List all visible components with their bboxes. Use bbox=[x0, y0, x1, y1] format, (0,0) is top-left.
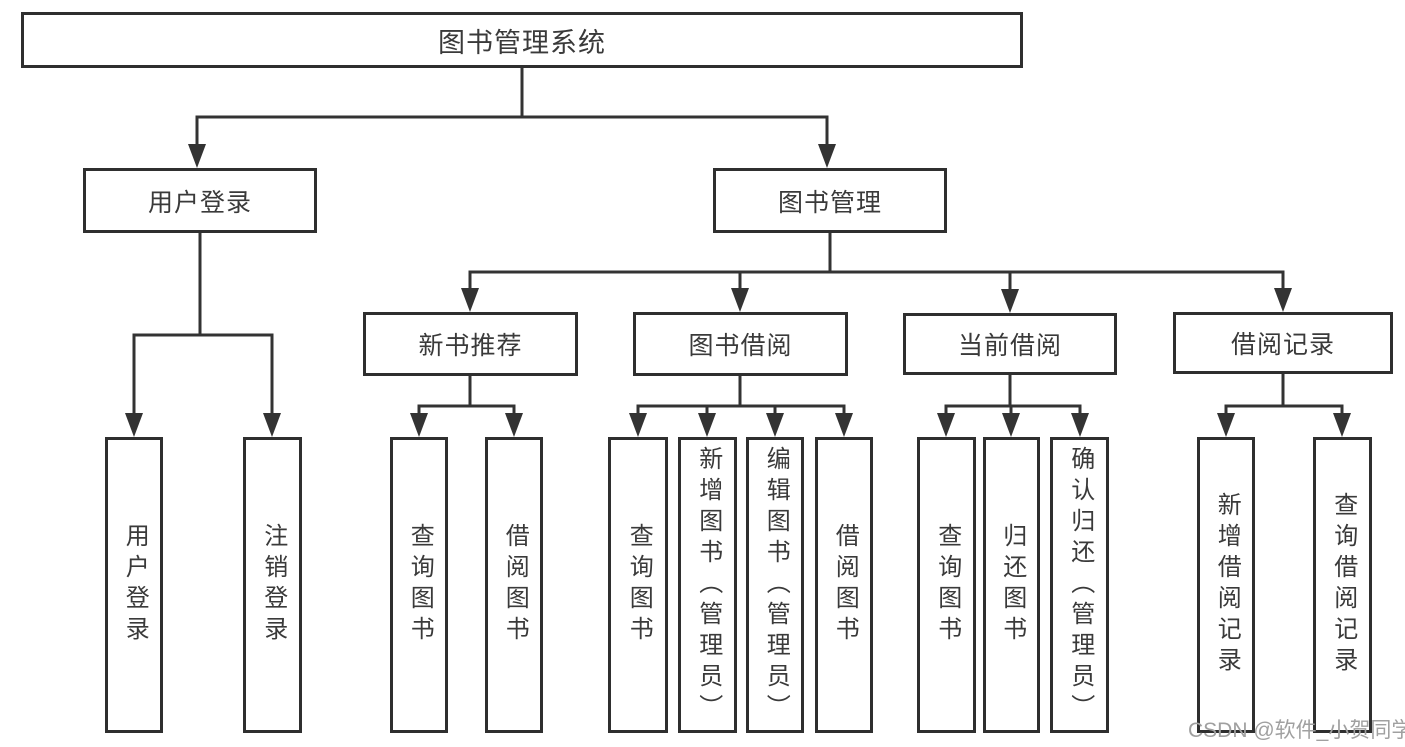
arrowheads bbox=[125, 144, 1351, 437]
node-book-management: 图书管理 bbox=[713, 168, 947, 233]
csdn-watermark: CSDN @软件_小贺同学 bbox=[1188, 719, 1405, 742]
node-root-system: 图书管理系统 bbox=[21, 12, 1023, 68]
node-label: 借阅记录 bbox=[1230, 331, 1335, 359]
node-borrow-records: 借阅记录 bbox=[1173, 312, 1393, 374]
node-label: 编辑图书（管理员） bbox=[762, 445, 790, 725]
node-leaf-query-borrow-record: 查询借阅记录 bbox=[1313, 437, 1372, 733]
node-label: 新书推荐 bbox=[418, 332, 523, 360]
node-label: 新增借阅记录 bbox=[1213, 492, 1241, 678]
tree-branch-lines bbox=[132, 66, 1344, 424]
node-label: 注销登录 bbox=[259, 523, 287, 647]
node-label: 查询图书 bbox=[406, 523, 434, 647]
node-label: 图书管理系统 bbox=[438, 27, 606, 58]
node-label: 用户登录 bbox=[121, 523, 149, 647]
node-label: 确认归还（管理员） bbox=[1066, 445, 1094, 725]
node-label: 借阅图书 bbox=[501, 523, 529, 647]
node-new-book-recommend: 新书推荐 bbox=[363, 312, 578, 376]
node-leaf-query-books-current: 查询图书 bbox=[917, 437, 976, 733]
node-leaf-query-books-recommend: 查询图书 bbox=[390, 437, 448, 733]
node-leaf-edit-books-admin: 编辑图书（管理员） bbox=[746, 437, 804, 733]
node-label: 图书借阅 bbox=[688, 332, 793, 360]
node-leaf-user-login: 用户登录 bbox=[105, 437, 163, 733]
node-label: 查询图书 bbox=[625, 523, 653, 647]
node-leaf-borrow-books-recommend: 借阅图书 bbox=[485, 437, 543, 733]
node-leaf-query-books-borrow: 查询图书 bbox=[608, 437, 668, 733]
node-label: 查询借阅记录 bbox=[1329, 492, 1357, 678]
node-label: 查询图书 bbox=[933, 523, 961, 647]
node-leaf-logout: 注销登录 bbox=[243, 437, 302, 733]
node-user-login: 用户登录 bbox=[83, 168, 317, 233]
node-label: 归还图书 bbox=[998, 523, 1026, 647]
node-leaf-borrow-books-borrow: 借阅图书 bbox=[815, 437, 873, 733]
node-label: 借阅图书 bbox=[831, 523, 859, 647]
node-label: 图书管理 bbox=[777, 188, 882, 217]
node-leaf-add-books-admin: 新增图书（管理员） bbox=[678, 437, 737, 733]
node-label: 用户登录 bbox=[147, 188, 252, 217]
node-leaf-confirm-return-admin: 确认归还（管理员） bbox=[1050, 437, 1109, 733]
node-current-borrowing: 当前借阅 bbox=[903, 313, 1117, 375]
node-label: 当前借阅 bbox=[957, 332, 1062, 360]
node-book-borrowing: 图书借阅 bbox=[633, 312, 848, 376]
node-label: 新增图书（管理员） bbox=[694, 445, 722, 725]
node-leaf-return-books: 归还图书 bbox=[983, 437, 1040, 733]
node-leaf-add-borrow-record: 新增借阅记录 bbox=[1197, 437, 1255, 733]
